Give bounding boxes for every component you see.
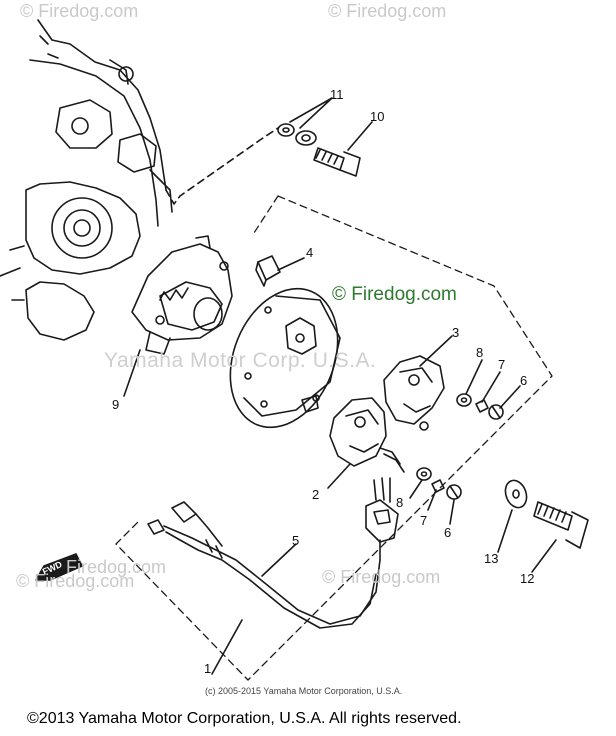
crankcase-housing [0, 19, 279, 341]
callout-7-lower: 7 [420, 513, 428, 528]
bolt-12 [533, 501, 589, 549]
leader-5 [261, 543, 297, 577]
callout-8-upper: 8 [476, 345, 484, 360]
callout-10: 10 [370, 109, 385, 124]
callout-9: 9 [112, 397, 120, 412]
contact-breaker-2 [329, 397, 405, 473]
leader-7a [481, 371, 501, 403]
copyright-main: ©2013 Yamaha Motor Corporation, U.S.A. A… [27, 710, 462, 727]
assembly-boundary [115, 195, 553, 681]
felt-pad-4 [255, 255, 281, 287]
base-plate [229, 287, 341, 429]
firedog-watermark-top-right: © Firedog.com [328, 1, 447, 21]
firedog-watermark-green: © Firedog.com [332, 284, 457, 305]
fwd-arrow [35, 553, 83, 581]
callout-6-lower: 6 [444, 525, 452, 540]
leader-12 [531, 539, 557, 573]
bolt-10 [313, 147, 361, 177]
governor-assembly [131, 235, 233, 355]
callout-12: 12 [520, 571, 535, 586]
leader-8b [409, 479, 423, 499]
callout-6-upper: 6 [520, 373, 528, 388]
screw-set-upper [456, 393, 504, 420]
washer-11 [277, 123, 317, 146]
leader-13 [497, 509, 513, 553]
callout-5: 5 [292, 533, 300, 548]
firedog-watermark-top-left: © Firedog.com [20, 1, 139, 21]
firedog-watermark-bottom-right: © Firedog.com [322, 567, 441, 587]
callout-7-upper: 7 [498, 357, 506, 372]
callout-3: 3 [452, 325, 460, 340]
callout-13: 13 [484, 551, 499, 566]
callout-2: 2 [312, 487, 320, 502]
callout-1: 1 [204, 661, 212, 676]
leader-4 [277, 257, 305, 271]
leader-7b [427, 489, 437, 511]
lead-wire-5 [147, 477, 399, 629]
leader-2 [327, 463, 351, 489]
leader-6a [499, 385, 521, 409]
leader-3 [419, 335, 453, 367]
leader-9 [123, 349, 141, 397]
firedog-watermark-mid: Firedog.com [66, 557, 167, 577]
callout-4: 4 [306, 245, 314, 260]
firedog-watermark-bottom-left: © Firedog.com [16, 571, 135, 591]
washer-13 [504, 479, 528, 509]
leader-11 [289, 97, 333, 129]
leader-1 [211, 619, 243, 675]
contact-breaker-3 [383, 355, 445, 431]
leader-6b [449, 499, 455, 525]
callout-11: 11 [330, 87, 344, 102]
callout-8-lower: 8 [396, 495, 404, 510]
copyright-small: (c) 2005-2015 Yamaha Motor Corporation, … [205, 686, 403, 696]
screw-set-lower [416, 467, 462, 500]
leader-10 [347, 121, 373, 151]
leader-8a [465, 359, 483, 395]
yamaha-watermark: Yamaha Motor Corp. U.S.A. [104, 349, 377, 372]
